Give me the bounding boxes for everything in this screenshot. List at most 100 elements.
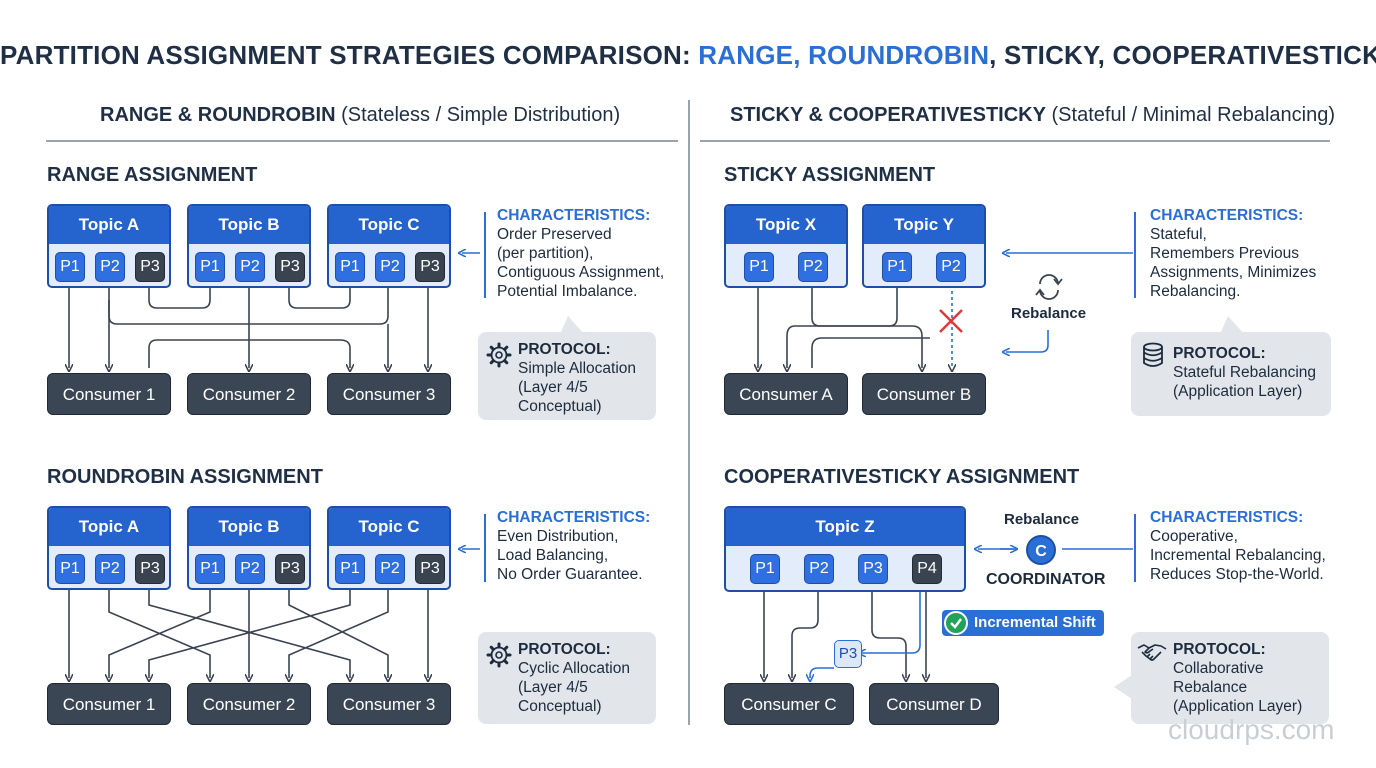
topic-name: Topic A [49,508,169,546]
coop-rebalance-label: Rebalance [1004,511,1080,528]
partition-p2: P2 [95,252,125,282]
protocol-line: Collaborative [1173,660,1264,677]
topic-name: Topic B [189,508,309,546]
partition-p2: P2 [804,554,834,584]
partition-p3: P3 [415,554,445,584]
char-line: Cooperative, [1150,528,1238,545]
protocol-heading: PROTOCOL: [518,641,611,658]
topic-name: Topic Z [726,508,964,546]
range-topic-c: Topic C P1 P2 P3 [327,204,451,288]
partition-p2: P2 [375,252,405,282]
range-topic-b: Topic B P1 P2 P3 [187,204,311,288]
sticky-consumer-b: Consumer B [862,373,986,415]
left-header-divider [46,140,678,142]
topic-name: Topic C [329,508,449,546]
char-line: No Order Guarantee. [497,566,643,583]
handshake-icon [1137,644,1167,661]
range-topic-a: Topic A P1 P2 P3 [47,204,171,288]
partition-p2: P2 [235,554,265,584]
callout-pointer [1114,675,1132,699]
range-consumer-2: Consumer 2 [187,373,311,415]
char-line: Load Balancing, [497,547,609,564]
topic-name: Topic A [49,206,169,244]
char-line: Incremental Rebalancing, [1150,547,1326,564]
rr-topic-c: Topic C P1 P2 P3 [327,506,451,590]
protocol-line: Rebalance [1173,679,1248,696]
cooperative-characteristics: CHARACTERISTICS: Cooperative, Incrementa… [1150,508,1326,584]
char-line: Contiguous Assignment, [497,264,665,281]
rr-topic-b: Topic B P1 P2 P3 [187,506,311,590]
sticky-topic-y: Topic Y P1 P2 [862,204,986,288]
partition-p3: P3 [135,252,165,282]
topic-name: Topic Y [864,206,984,244]
sticky-char-bracket [1134,212,1136,298]
callout-pointer [560,316,584,334]
partition-p1: P1 [335,554,365,584]
protocol-line: Cyclic Allocation [518,660,630,677]
protocol-line: (Application Layer) [1173,698,1303,715]
char-heading: CHARACTERISTICS: [497,207,651,224]
protocol-line: (Layer 4/5 [518,679,588,696]
coordinator-label: COORDINATOR [986,571,1106,588]
rr-consumer-1: Consumer 1 [47,683,171,725]
gear-icon [486,342,512,368]
roundrobin-section-title: ROUNDROBIN ASSIGNMENT [47,466,323,488]
coop-consumer-d: Consumer D [869,683,999,725]
char-line: Even Distribution, [497,528,619,545]
protocol-line: Stateful Rebalancing [1173,364,1317,381]
range-consumer-3: Consumer 3 [327,373,451,415]
callout-pointer [1220,316,1244,334]
partition-p2: P2 [936,252,966,282]
protocol-line: (Application Layer) [1173,383,1303,400]
rr-consumer-2: Consumer 2 [187,683,311,725]
right-header-divider [700,140,1330,142]
coop-topic-z: Topic Z P1 P2 P3 P4 [724,506,966,592]
range-char-bracket [484,212,486,298]
topic-name: Topic X [726,206,846,244]
char-line: Order Preserved [497,226,612,243]
protocol-line: Conceptual) [518,698,602,715]
topic-name: Topic B [189,206,309,244]
sticky-topic-x: Topic X P1 P2 [724,204,848,288]
page-title: PARTITION ASSIGNMENT STRATEGIES COMPARIS… [0,40,1376,70]
roundrobin-characteristics: CHARACTERISTICS: Even Distribution, Load… [497,508,650,584]
partition-p1: P1 [882,252,912,282]
partition-p2: P2 [798,252,828,282]
protocol-line: Conceptual) [518,398,602,415]
rr-protocol-callout: PROTOCOL: Cyclic Allocation (Layer 4/5 C… [478,632,656,724]
removed-assignment-x [939,309,963,333]
incremental-shift-badge: Incremental Shift [942,610,1104,636]
shift-label: Incremental Shift [974,614,1096,631]
moved-partition-p3: P3 [834,640,862,668]
protocol-heading: PROTOCOL: [1173,641,1266,658]
partition-p1: P1 [744,252,774,282]
gear-icon [486,642,512,668]
partition-p4: P4 [912,554,942,584]
sticky-protocol-callout: PROTOCOL: Stateful Rebalancing (Applicat… [1131,332,1331,416]
partition-p3: P3 [135,554,165,584]
partition-p1: P1 [55,554,85,584]
protocol-line: (Layer 4/5 [518,379,588,396]
coordinator-icon: C [1026,535,1056,565]
partition-p2: P2 [95,554,125,584]
range-consumer-1: Consumer 1 [47,373,171,415]
partition-p1: P1 [195,252,225,282]
char-line: Remembers Previous [1150,245,1300,262]
char-line: Rebalancing. [1150,283,1241,300]
right-column-header: STICKY & COOPERATIVESTICKY (Stateful / M… [730,104,1335,126]
cooperative-section-title: COOPERATIVESTICKY ASSIGNMENT [724,466,1080,488]
partition-p1: P1 [55,252,85,282]
sticky-rebalance-label: Rebalance [1011,305,1087,322]
protocol-heading: PROTOCOL: [1173,345,1266,362]
check-icon [944,611,968,635]
char-line: Reduces Stop-the-World. [1150,566,1324,583]
partition-p3: P3 [415,252,445,282]
char-line: (per partition), [497,245,594,262]
protocol-line: Simple Allocation [518,360,637,377]
sticky-characteristics: CHARACTERISTICS: Stateful, Remembers Pre… [1150,206,1316,301]
partition-p1: P1 [750,554,780,584]
char-heading: CHARACTERISTICS: [497,509,651,526]
rr-topic-a: Topic A P1 P2 P3 [47,506,171,590]
partition-p2: P2 [235,252,265,282]
